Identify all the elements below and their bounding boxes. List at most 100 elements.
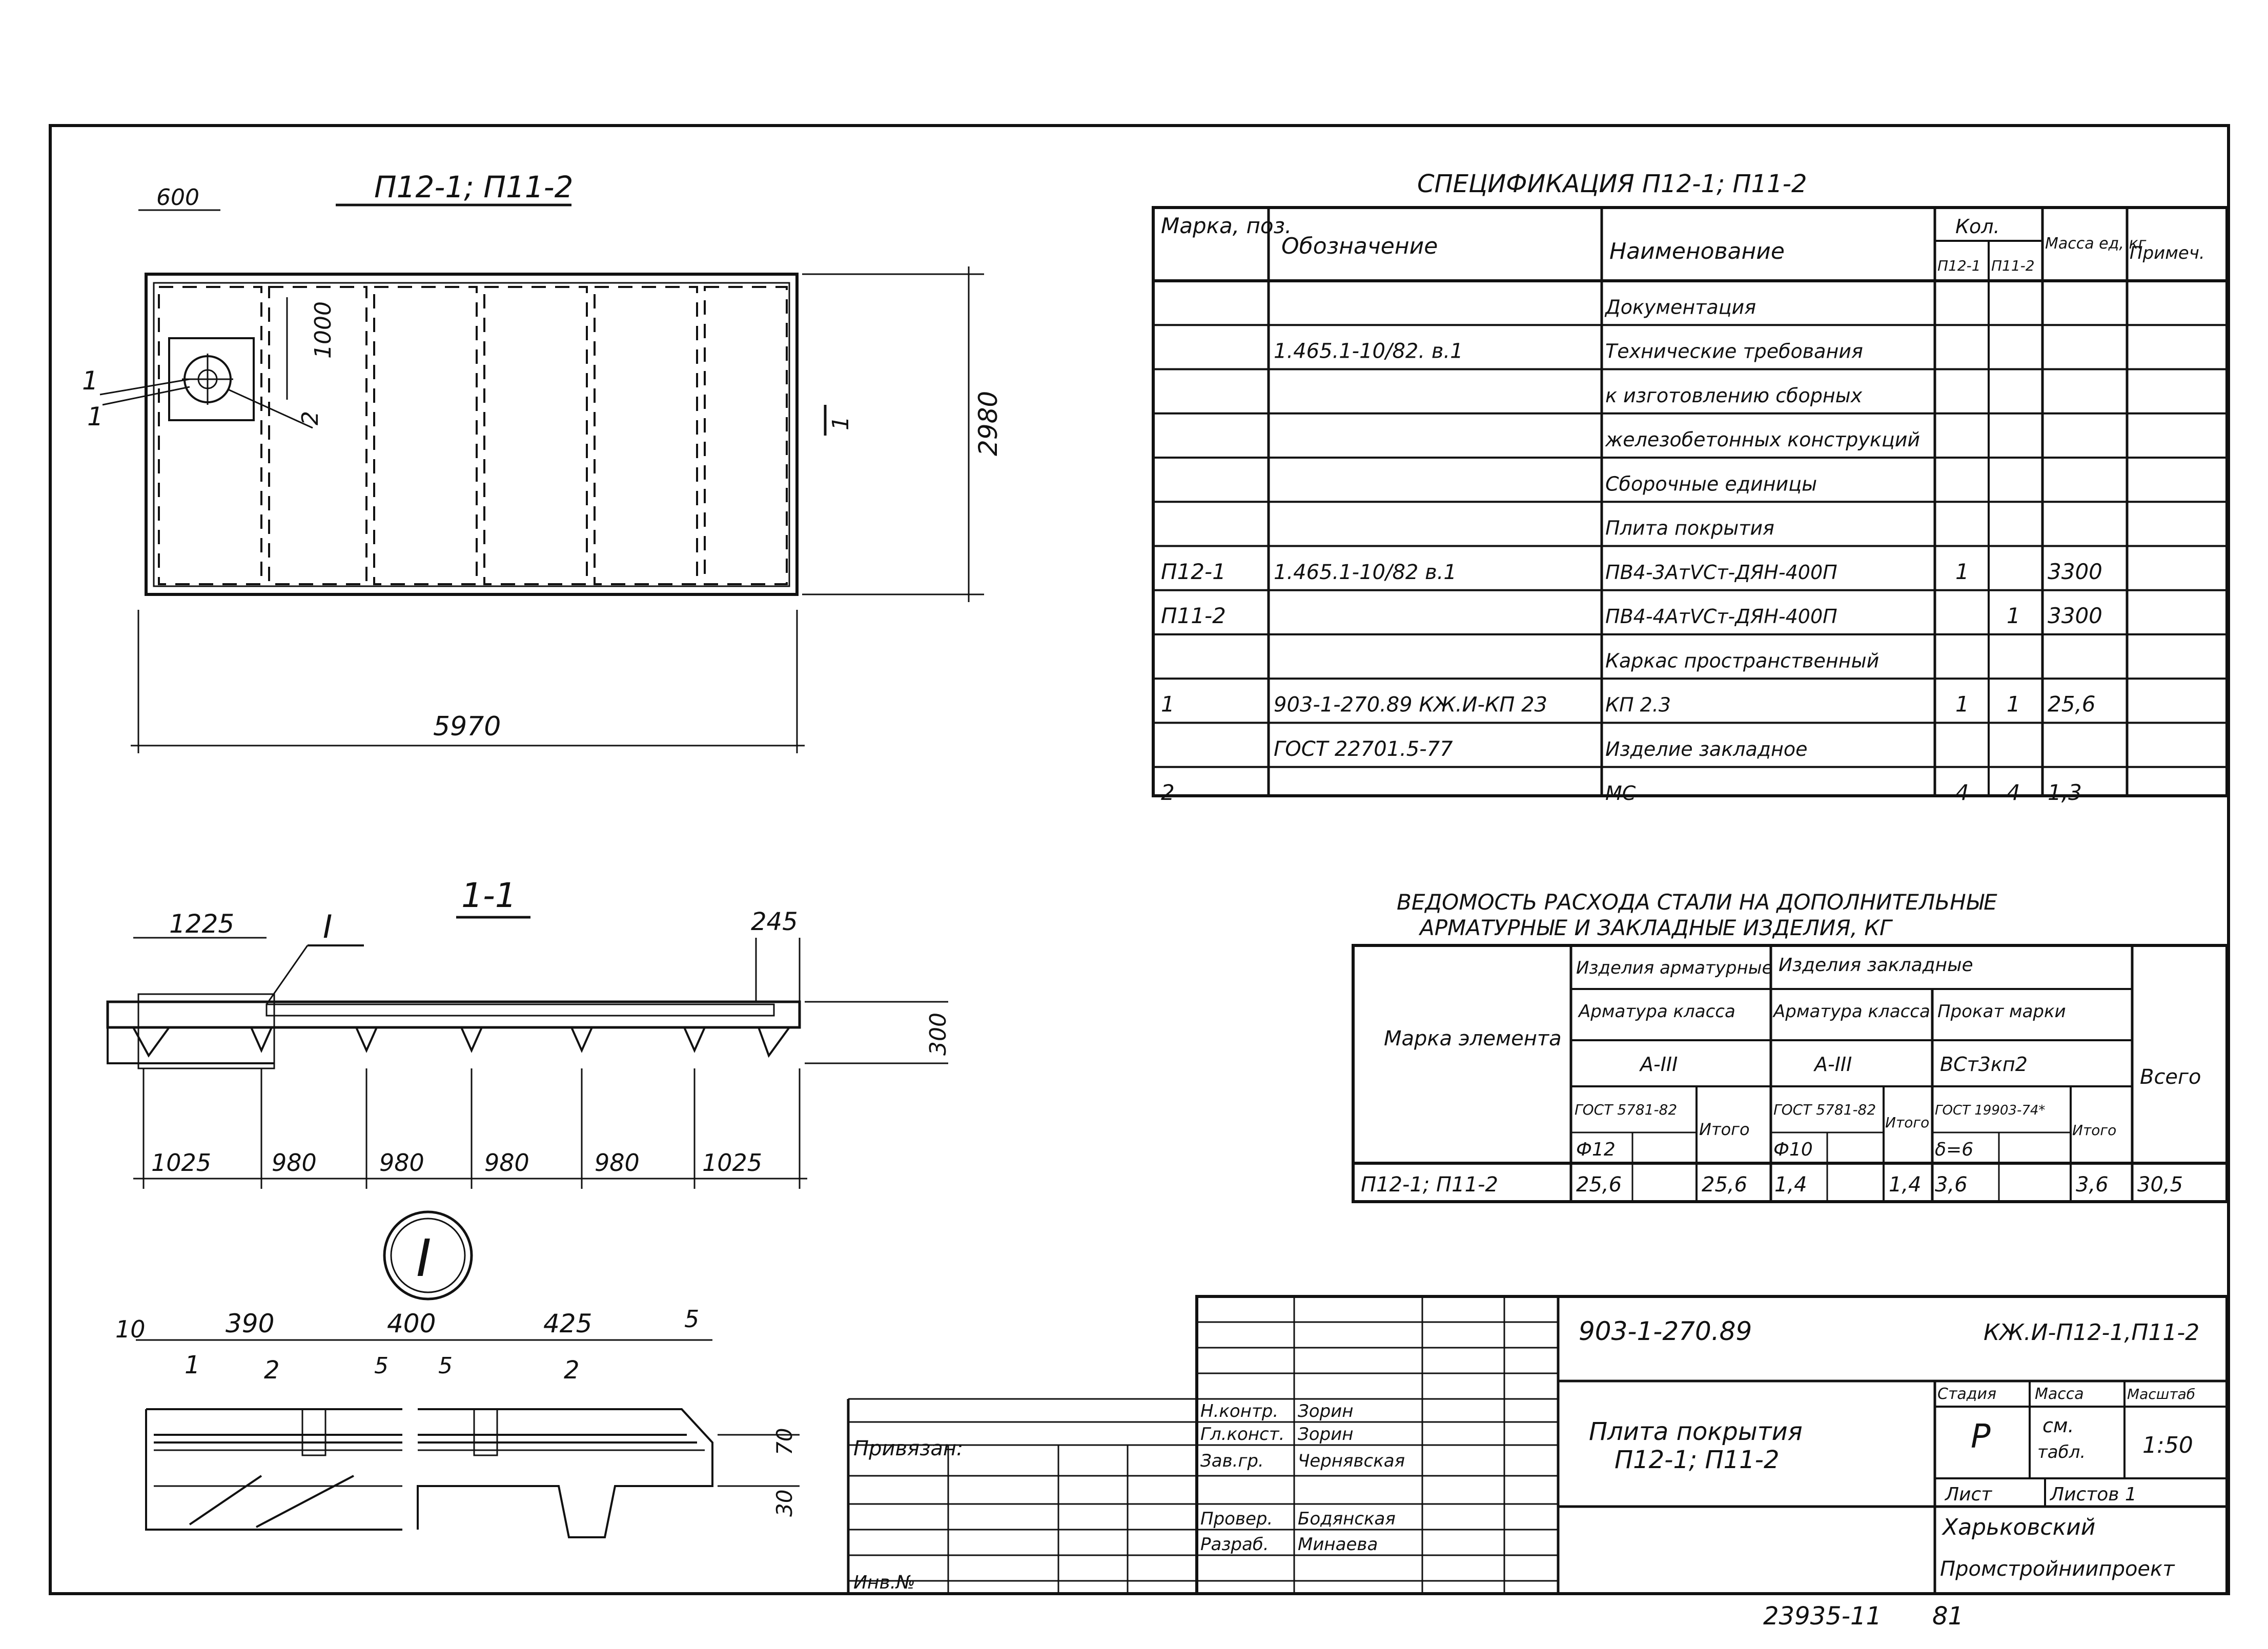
tb-inv: Инв.№ (853, 1572, 915, 1593)
steel-h-class2: Арматура класса (1772, 1001, 1930, 1022)
spec-h-name: Наименование (1609, 238, 1785, 264)
bottom-dim-2: 980 (272, 1149, 317, 1177)
detail-mark: I (416, 1228, 432, 1288)
tb-role: Провер. (1200, 1509, 1273, 1529)
dim-425: 425 (543, 1309, 592, 1338)
steel-h-f12: Ф12 (1576, 1139, 1616, 1160)
steel-h-gost1: ГОСТ 5781-82 (1575, 1101, 1677, 1118)
spec-table: СПЕЦИФИКАЦИЯ П12-1; П11-2 Марка, поз. Об… (1152, 170, 2229, 805)
steel-row-i2: 1,4 (1889, 1173, 1922, 1197)
spec-h-designation: Обозначение (1281, 233, 1438, 259)
plan-cell (158, 286, 262, 585)
steel-h-a3a: А-III (1639, 1053, 1678, 1076)
spec-h-mark: Марка, поз. (1161, 213, 1292, 238)
page-number: 81 (1932, 1602, 1964, 1631)
detail-callout-2a: 2 (264, 1356, 280, 1385)
plan-title: П12-1; П11-2 (374, 170, 573, 204)
spec-cell-name: Каркас пространственный (1605, 649, 1879, 672)
dim-600: 600 (156, 184, 199, 211)
steel-title-l2: АРМАТУРНЫЕ И ЗАКЛАДНЫЕ ИЗДЕЛИЯ, КГ (1418, 915, 1893, 940)
spec-cell-mass: 3300 (2048, 603, 2102, 628)
steel-row-i1: 25,6 (1702, 1173, 1747, 1197)
spec-cell-qty-b: 1 (2007, 692, 2020, 717)
tb-role: Н.контр. (1200, 1401, 1278, 1421)
dim-245: 245 (751, 908, 798, 936)
title-block: Привязан: Инв.№ Н.контр.ЗоринГл.конст.Зо… (847, 1295, 2229, 1595)
spec-cell-mass: 1,3 (2048, 780, 2082, 805)
section-mark-1: 1 (828, 416, 854, 430)
spec-cell-name: Технические требования (1605, 340, 1863, 363)
spec-cell-mark: П11-2 (1161, 603, 1226, 628)
dim-5-left: 5 (374, 1353, 389, 1379)
spec-cell-name: Сборочные единицы (1605, 472, 1817, 495)
detail-mark-circle (383, 1210, 473, 1301)
tb-title-l1: Плита покрытия (1589, 1417, 1803, 1446)
steel-h-gost2: ГОСТ 5781-82 (1773, 1101, 1876, 1118)
steel-h-itogo2: Итого (1885, 1114, 1929, 1131)
tb-role-name: Зорин (1298, 1401, 1354, 1421)
spec-cell-designation: 1.465.1-10/82 в.1 (1274, 561, 1457, 584)
spec-cell-qty-a: 1 (1955, 559, 1969, 584)
dim-30: 30 (772, 1490, 797, 1517)
spec-cell-mark: 1 (1161, 692, 1175, 717)
steel-title-l1: ВЕДОМОСТЬ РАСХОДА СТАЛИ НА ДОПОЛНИТЕЛЬНЫ… (1397, 890, 1997, 915)
callout-1b: 1 (87, 402, 104, 431)
spec-cell-designation: 903-1-270.89 КЖ.И-КП 23 (1274, 693, 1547, 717)
archive-number: 23935-11 (1763, 1602, 1882, 1631)
bottom-dim-1: 1025 (151, 1149, 211, 1177)
dim-400: 400 (387, 1309, 436, 1338)
spec-cell-mark: 2 (1161, 780, 1175, 805)
steel-h-zakl: Изделия закладные (1779, 955, 1973, 976)
tb-org-l2: Промстройниипроект (1940, 1557, 2175, 1581)
plan-cell (483, 286, 588, 585)
steel-h-f10: Ф10 (1773, 1139, 1813, 1160)
dim-390: 390 (226, 1309, 274, 1338)
steel-row-v3: 3,6 (1935, 1173, 1968, 1197)
spec-cell-name: Документация (1604, 296, 1756, 318)
spec-cell-qty-b: 1 (2007, 603, 2020, 628)
spec-cell-designation: ГОСТ 22701.5-77 (1274, 737, 1453, 761)
sheet-frame (49, 124, 2230, 1595)
spec-cell-mass: 3300 (2048, 559, 2102, 584)
detail-callout-2b: 2 (564, 1356, 580, 1385)
bottom-dim-6: 1025 (702, 1149, 762, 1177)
steel-h-a3b: А-III (1813, 1053, 1852, 1076)
tb-privyazan: Привязан: (853, 1437, 964, 1460)
spec-cell-name: МС (1605, 782, 1636, 805)
tb-stage: Р (1971, 1418, 1991, 1456)
plate-outline (145, 273, 799, 596)
tb-role: Зав.гр. (1200, 1451, 1264, 1471)
tb-mass-l2: табл. (2037, 1442, 2086, 1462)
spec-h-mass: Масса ед, кг (2045, 235, 2147, 253)
spec-cell-name: железобетонных конструкций (1605, 428, 1920, 451)
dim-1000: 1000 (310, 301, 336, 359)
bottom-dim-3: 980 (379, 1149, 424, 1177)
spec-cell-name: ПВ4-3АтVСт-ДЯН-400П (1605, 561, 1837, 584)
spec-cell-name: Изделие закладное (1605, 738, 1808, 760)
steel-h-d6: δ=6 (1935, 1139, 1973, 1160)
section-flange (106, 1000, 801, 1029)
tb-scale: 1:50 (2142, 1432, 2193, 1458)
steel-h-arm: Изделия арматурные (1576, 958, 1772, 978)
dim-5-mid: 5 (438, 1353, 453, 1379)
steel-h-prokat: Прокат марки (1937, 1001, 2066, 1022)
spec-title: СПЕЦИФИКАЦИЯ П12-1; П11-2 (1417, 170, 1807, 198)
section-view: 1-1 I 1225 245 300 1025 980 (106, 876, 951, 1189)
plan-cell (268, 286, 367, 585)
spec-h-qty-b: П11-2 (1991, 257, 2035, 274)
spec-cell-mark: П12-1 (1161, 559, 1226, 584)
tb-role-name: Минаева (1298, 1534, 1378, 1555)
dim-2980: 2980 (973, 391, 1003, 456)
spec-cell-designation: 1.465.1-10/82. в.1 (1274, 340, 1463, 363)
tb-title-l2: П12-1; П11-2 (1615, 1446, 1780, 1474)
spec-cell-name: КП 2.3 (1605, 694, 1671, 716)
tb-sheets-h: Листов 1 (2049, 1484, 2137, 1505)
plan-cell (594, 286, 698, 585)
dim-300: 300 (925, 1013, 951, 1056)
tb-role-name: Бодянская (1298, 1509, 1396, 1529)
spec-h-qty-a: П12-1 (1937, 257, 1981, 274)
section-node-mark: I (323, 908, 332, 945)
callout-1: 1 (82, 366, 98, 396)
section-title: 1-1 (461, 876, 517, 915)
